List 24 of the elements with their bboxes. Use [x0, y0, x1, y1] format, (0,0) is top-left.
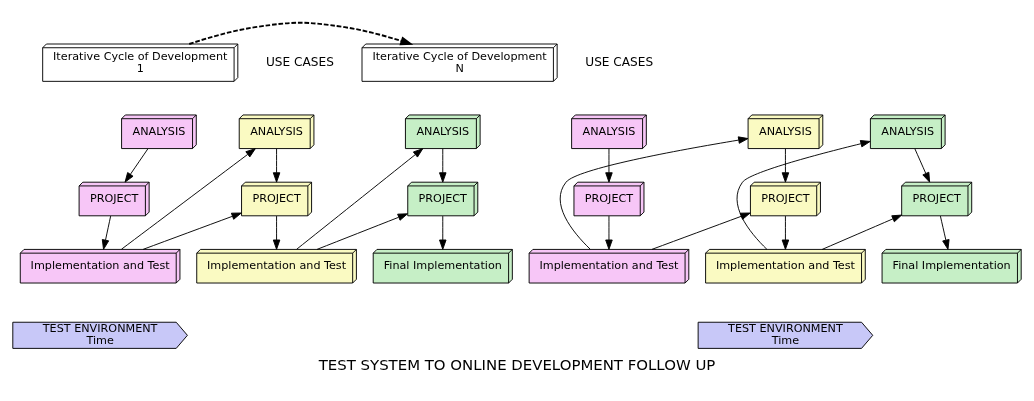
arrow [781, 148, 790, 183]
caption: TEST SYSTEM TO ONLINE DEVELOPMENT FOLLOW UP [318, 355, 716, 374]
arrow [272, 215, 281, 250]
arrow [559, 136, 749, 250]
arrow [939, 215, 950, 250]
arrow [124, 148, 149, 183]
label: USE CASES [265, 54, 334, 69]
arrow [296, 148, 424, 250]
label: USE CASES [585, 54, 654, 69]
arrow [781, 215, 790, 250]
arrow [651, 212, 751, 250]
arrow [605, 215, 613, 250]
arrow [439, 215, 447, 250]
arrow [914, 148, 931, 183]
arrow [605, 148, 613, 183]
arrow [821, 214, 903, 250]
arrow [101, 215, 112, 250]
arrow [142, 212, 242, 250]
arrow [272, 148, 281, 183]
arrow [121, 148, 256, 250]
arrow [736, 140, 871, 250]
arrow [316, 213, 408, 250]
arrow [188, 21, 414, 46]
arrow [439, 148, 447, 183]
